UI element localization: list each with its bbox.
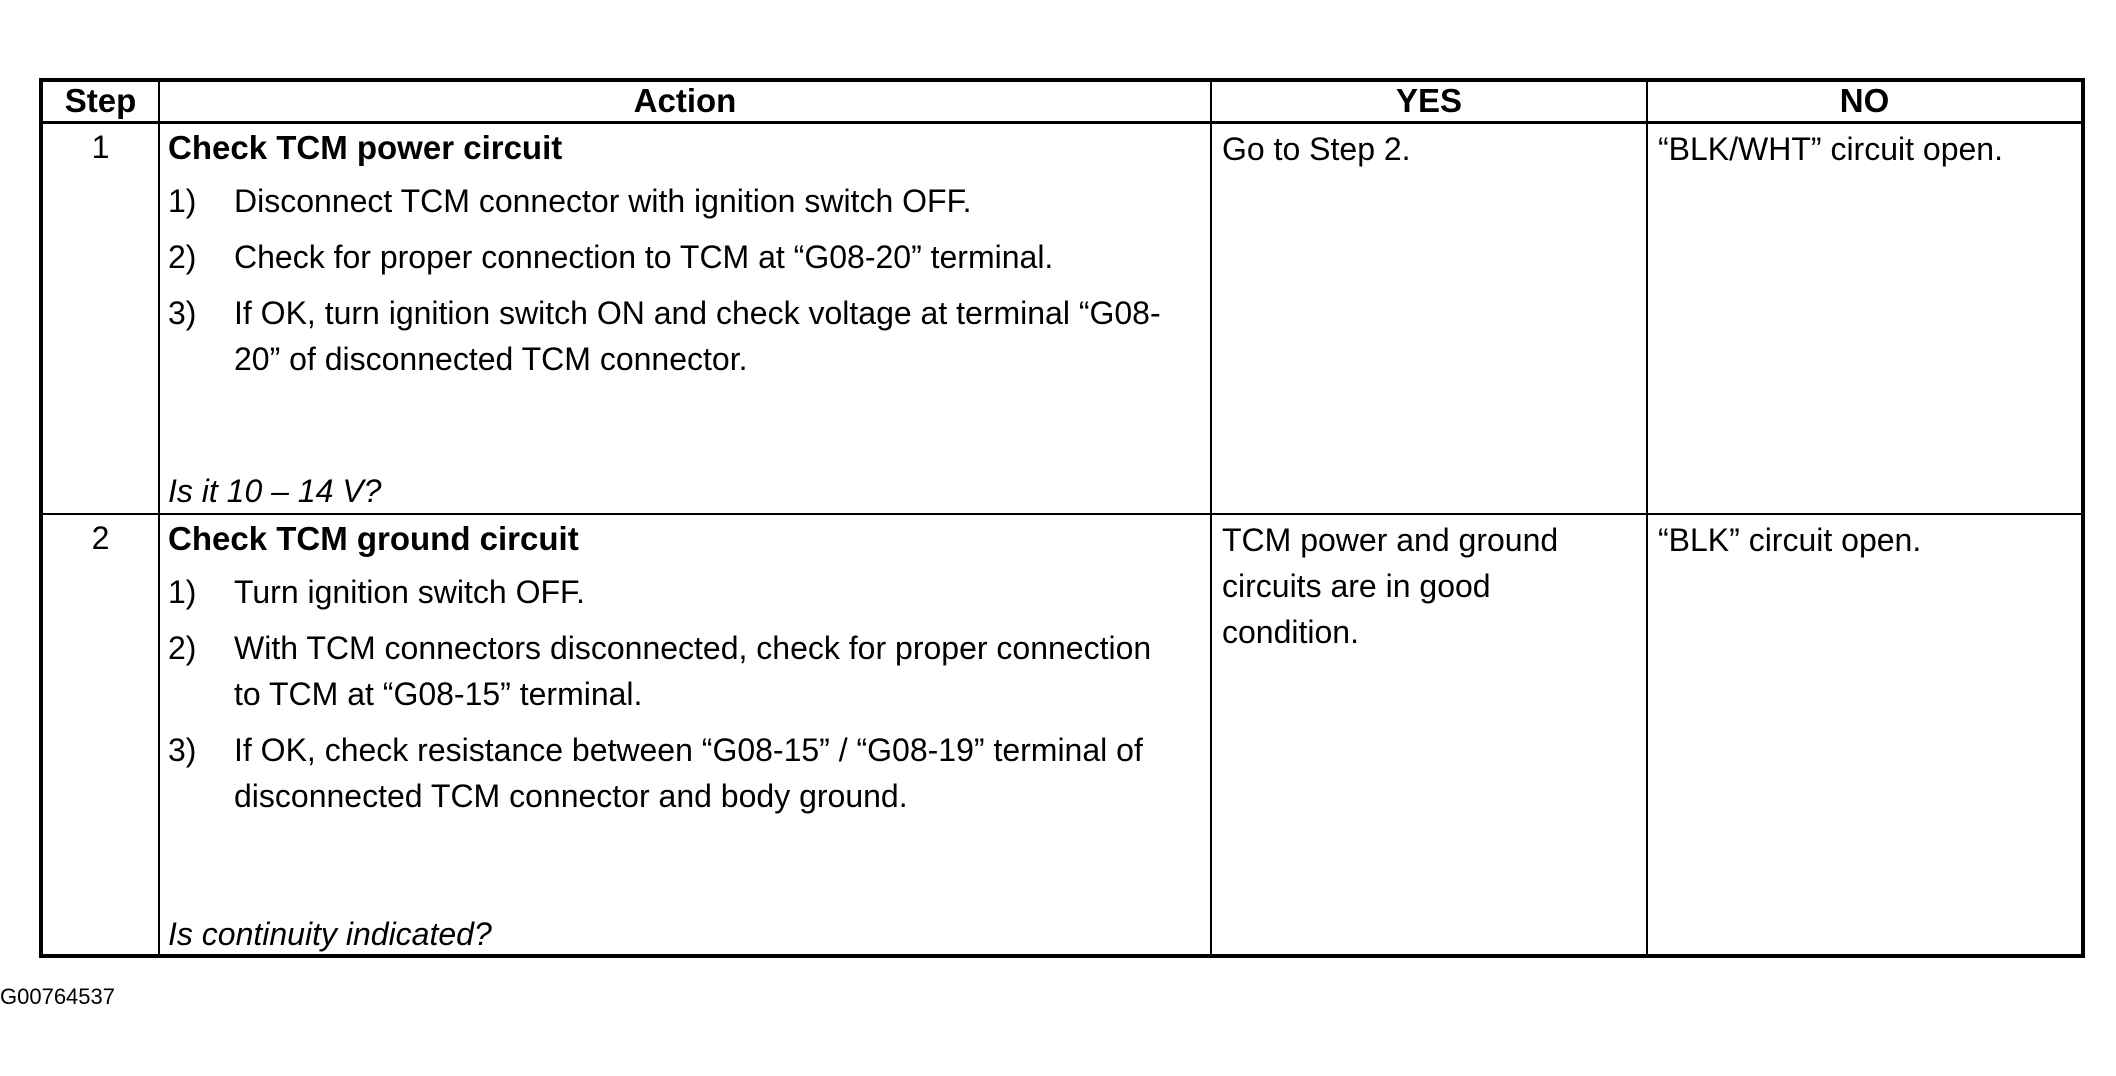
no-result: “BLK” circuit open. bbox=[1646, 513, 2081, 956]
substep-text: If OK, turn ignition switch ON and check… bbox=[234, 294, 1161, 377]
substep: 1) Disconnect TCM connector with ignitio… bbox=[168, 178, 1202, 224]
substep-number: 2) bbox=[168, 630, 197, 666]
diagnostic-table: Step Action YES NO 1 Check TCM power cir… bbox=[43, 82, 2081, 956]
table-row: 2 Check TCM ground circuit 1) Turn ignit… bbox=[43, 513, 2081, 956]
header-action: Action bbox=[158, 82, 1212, 124]
substep-text: If OK, check resistance between “G08-15”… bbox=[234, 732, 1143, 814]
step-number: 2 bbox=[43, 513, 160, 956]
yes-result: TCM power and ground circuits are in goo… bbox=[1210, 513, 1648, 956]
step-question: Is it 10 – 14 V? bbox=[168, 473, 382, 509]
substep: 2) With TCM connectors disconnected, che… bbox=[168, 625, 1202, 717]
header-no: NO bbox=[1646, 82, 2081, 124]
substep-number: 3) bbox=[168, 294, 197, 331]
step-title: Check TCM ground circuit bbox=[168, 520, 579, 557]
substep: 3) If OK, turn ignition switch ON and ch… bbox=[168, 290, 1202, 382]
table-header-row: Step Action YES NO bbox=[43, 82, 2081, 124]
substep-text: Disconnect TCM connector with ignition s… bbox=[234, 182, 972, 219]
figure-id: G00764537 bbox=[0, 984, 115, 1009]
action-cell: Check TCM power circuit 1) Disconnect TC… bbox=[158, 121, 1212, 515]
header-yes: YES bbox=[1210, 82, 1648, 124]
table-row: 1 Check TCM power circuit 1) Disconnect … bbox=[43, 121, 2081, 515]
substep-text: Check for proper connection to TCM at “G… bbox=[234, 238, 1054, 275]
step-question: Is continuity indicated? bbox=[168, 916, 492, 952]
substep-number: 2) bbox=[168, 238, 197, 275]
substep-number: 1) bbox=[168, 574, 197, 610]
substep-number: 3) bbox=[168, 732, 197, 768]
substep-text: With TCM connectors disconnected, check … bbox=[234, 630, 1152, 712]
header-step: Step bbox=[43, 82, 160, 124]
step-number: 1 bbox=[43, 121, 160, 515]
action-cell: Check TCM ground circuit 1) Turn ignitio… bbox=[158, 513, 1212, 956]
step-title: Check TCM power circuit bbox=[168, 128, 563, 166]
substep-text: Turn ignition switch OFF. bbox=[234, 574, 585, 610]
yes-result: Go to Step 2. bbox=[1210, 121, 1648, 515]
substep: 2) Check for proper connection to TCM at… bbox=[168, 234, 1202, 280]
no-result: “BLK/WHT” circuit open. bbox=[1646, 121, 2081, 515]
substep: 3) If OK, check resistance between “G08-… bbox=[168, 727, 1202, 819]
diagnostic-table-frame: Step Action YES NO 1 Check TCM power cir… bbox=[39, 78, 2085, 958]
substep-number: 1) bbox=[168, 182, 197, 219]
substep: 1) Turn ignition switch OFF. bbox=[168, 569, 1202, 615]
